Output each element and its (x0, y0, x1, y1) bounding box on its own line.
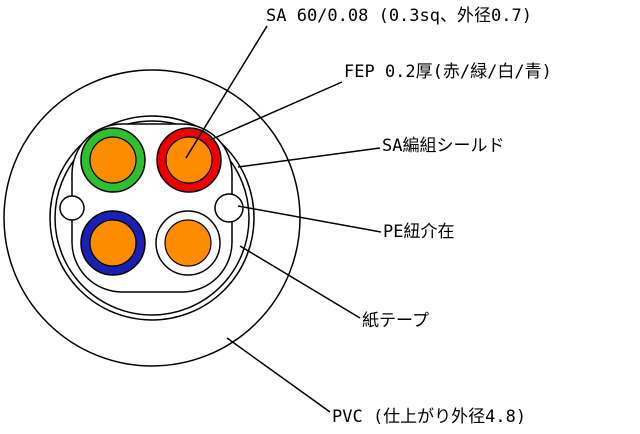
conductor-white-core (164, 219, 212, 267)
label-jacket: PVC (仕上がり外径4.8) (332, 407, 527, 427)
leader-conductor (185, 25, 268, 159)
conductor-green-core (89, 136, 137, 184)
label-shield: SA編組シールド (382, 136, 505, 156)
core-white (155, 210, 221, 276)
leader-shield (237, 147, 381, 168)
conductor-red-core (165, 136, 213, 184)
label-insulation: FEP 0.2厚(赤/緑/白/青) (344, 62, 552, 82)
leader-jacket (226, 337, 331, 413)
pe-filler-right (214, 193, 244, 223)
core-green (80, 127, 146, 193)
label-filler: PE紐介在 (383, 222, 455, 242)
label-conductor: SA 60/0.08 (0.3sq、外径0.7) (266, 6, 532, 26)
core-blue (80, 210, 146, 276)
core-red (156, 127, 222, 193)
leader-filler (237, 205, 382, 233)
pe-filler-left (59, 195, 85, 221)
label-tape: 紙テープ (362, 311, 429, 331)
conductor-blue-core (89, 219, 137, 267)
leader-tape (239, 245, 361, 319)
leader-insulation (209, 81, 343, 141)
